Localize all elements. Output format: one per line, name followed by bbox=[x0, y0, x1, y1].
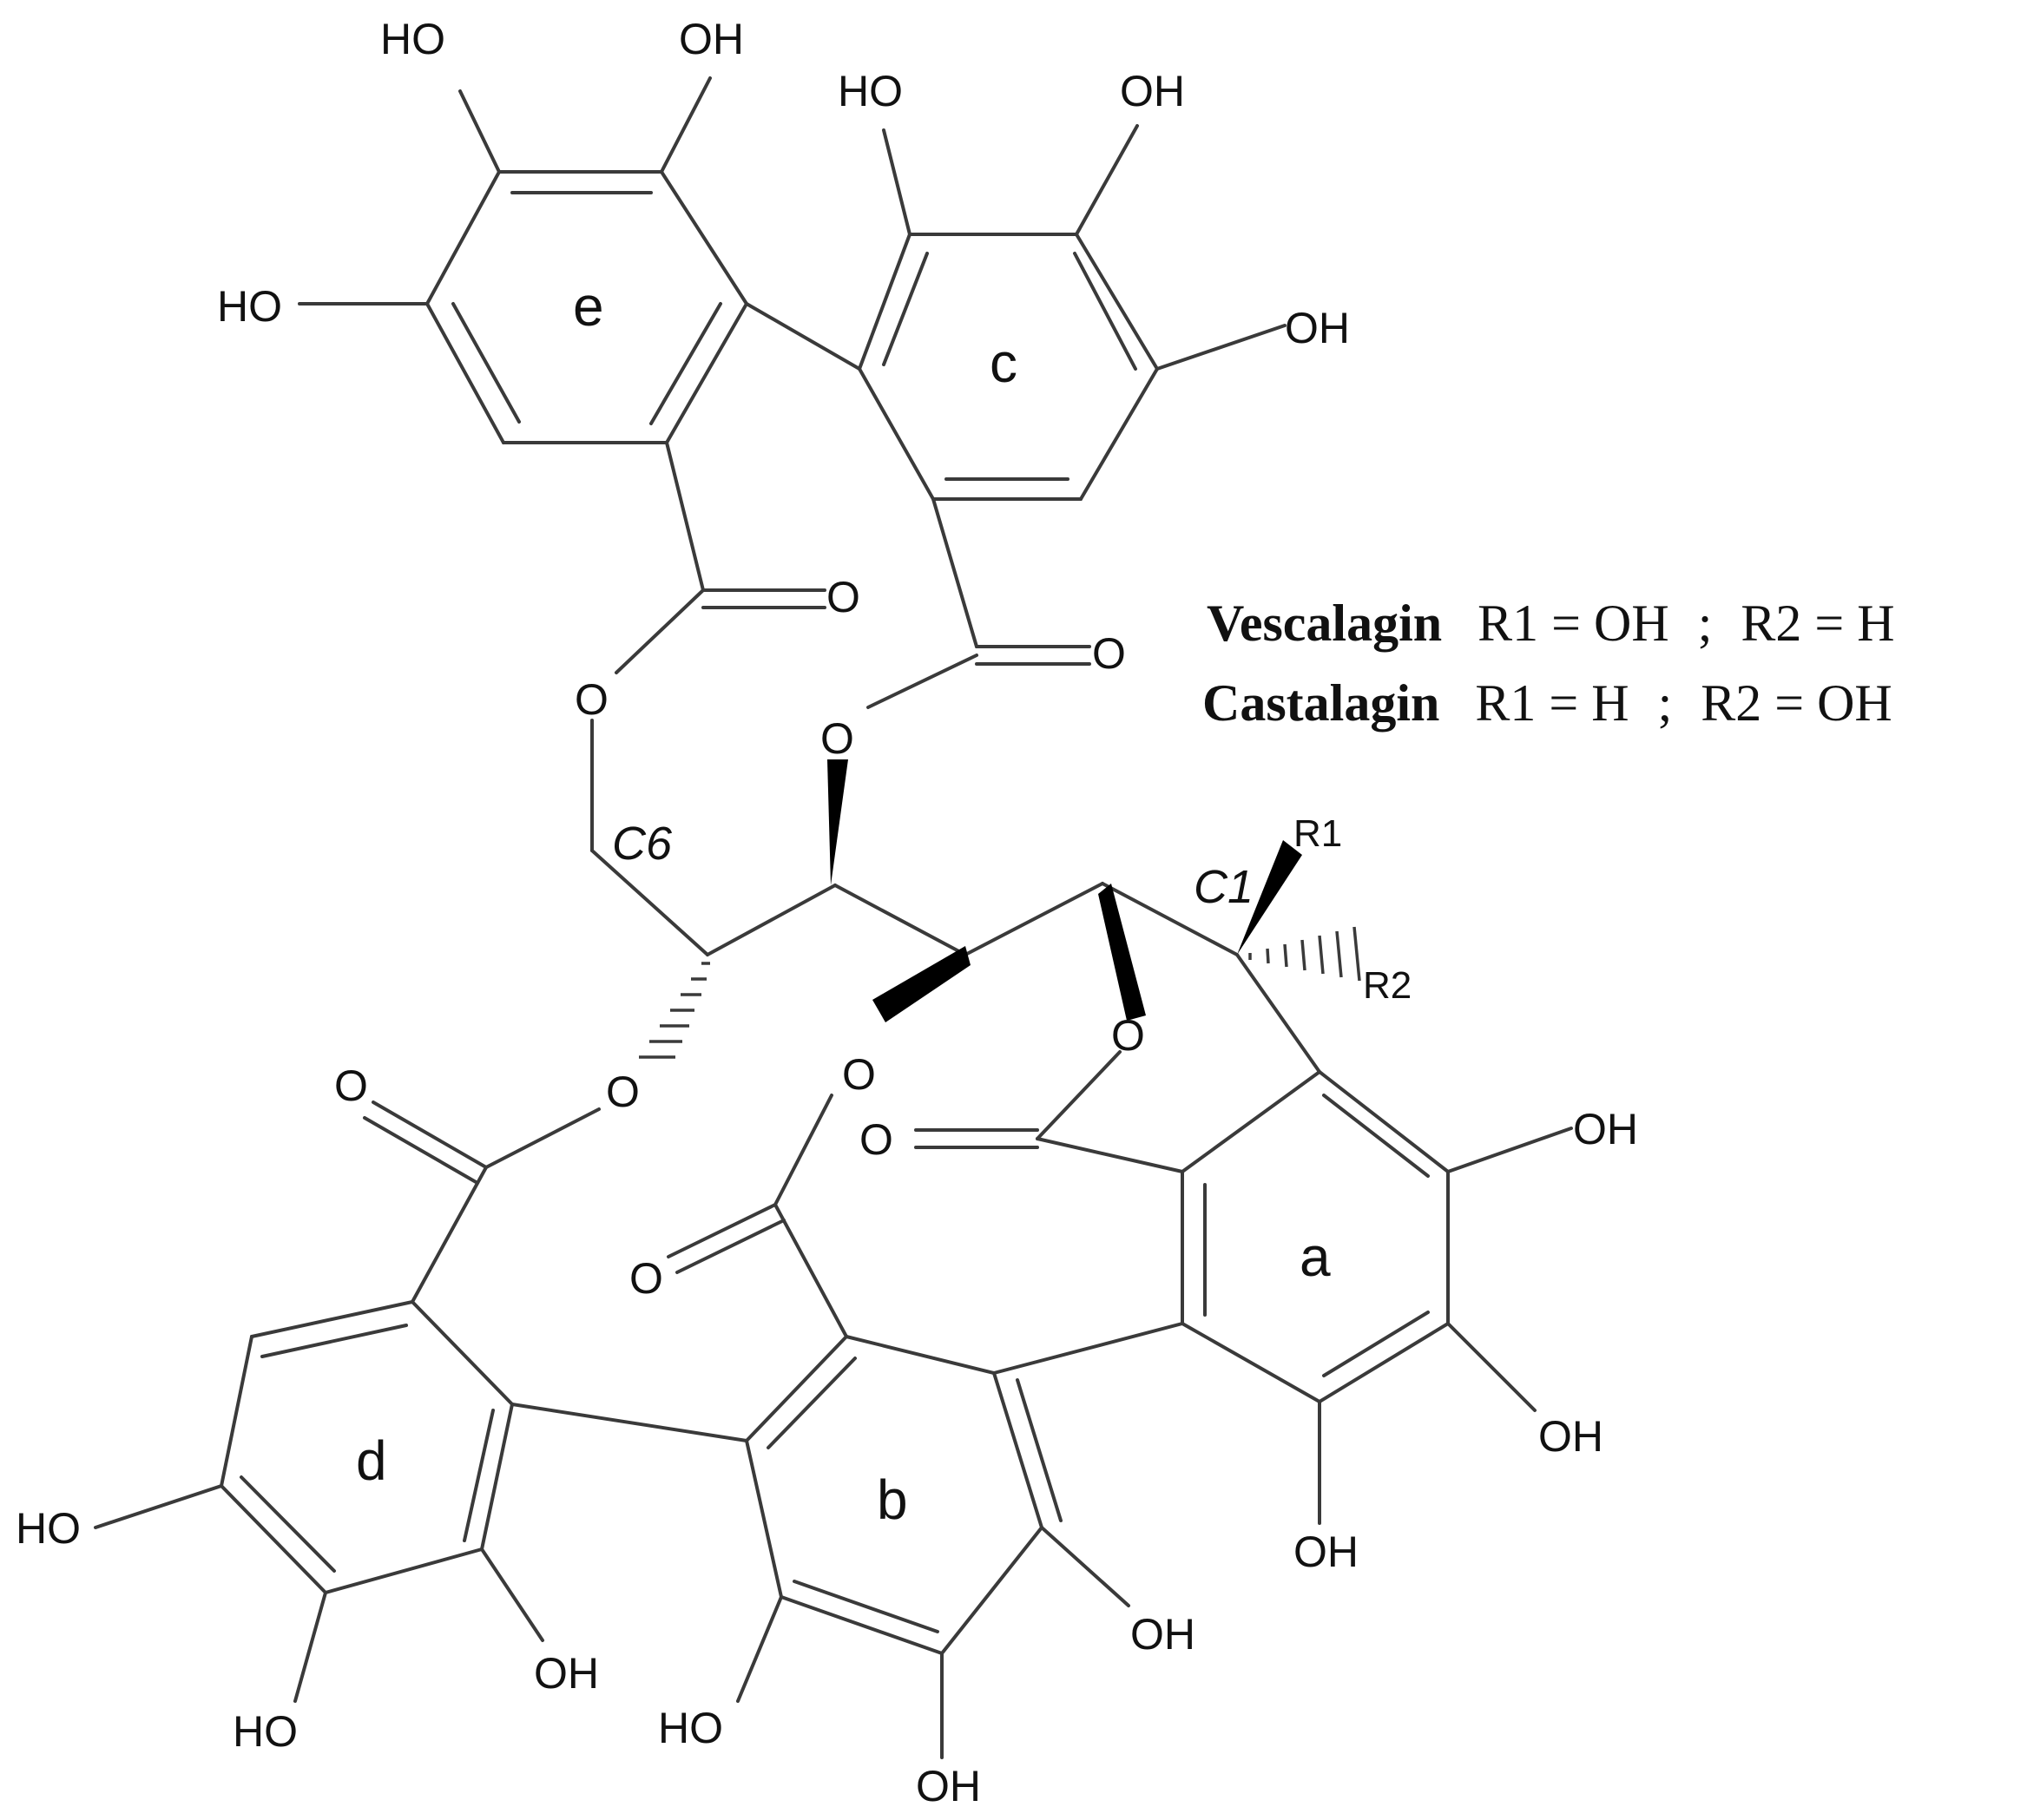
ring-b-oh-right: OH bbox=[1130, 1610, 1195, 1659]
ring-a-oh-bottom: OH bbox=[1293, 1528, 1359, 1576]
legend-vescalagin-r1: R1 = OH bbox=[1477, 595, 1669, 652]
ring-a-oh-top: OH bbox=[1573, 1105, 1638, 1153]
legend-castalagin-r2: R2 = OH bbox=[1701, 674, 1892, 732]
carbon-label-c6: C6 bbox=[612, 818, 673, 870]
ring-d-ho-bottom: HO bbox=[233, 1707, 298, 1756]
ring-e-ho-left: HO bbox=[217, 282, 282, 331]
ester-o-c5: O bbox=[606, 1068, 640, 1116]
legend-vescalagin-sep: ; bbox=[1698, 595, 1713, 652]
ring-b-ho-left: HO bbox=[658, 1704, 723, 1752]
legend-vescalagin: Vescalagin R1 = OH ; R2 = H bbox=[1207, 595, 1895, 652]
ring-e-ho-top: HO bbox=[380, 15, 445, 63]
legend-castalagin-name: Castalagin bbox=[1202, 674, 1439, 732]
ring-label-a: a bbox=[1300, 1225, 1331, 1288]
ester-carbonyl-o-b: O bbox=[629, 1254, 663, 1303]
ester-carbonyl-o-2: O bbox=[1092, 629, 1126, 678]
c1-hashed-bond bbox=[1248, 926, 1361, 982]
legend-vescalagin-name: Vescalagin bbox=[1207, 595, 1442, 652]
ring-c-bonds bbox=[858, 233, 1159, 501]
ring-d-bonds bbox=[220, 1300, 514, 1594]
ring-b-oh-bottom: OH bbox=[916, 1762, 981, 1810]
ester-o-c4: O bbox=[820, 714, 854, 763]
ring-b-bonds bbox=[745, 1335, 1063, 1655]
r2-label: R2 bbox=[1363, 964, 1412, 1007]
legend-castalagin-r1: R1 = H bbox=[1475, 674, 1629, 732]
carbon-label-c1: C1 bbox=[1194, 861, 1254, 913]
ring-label-d: d bbox=[356, 1429, 387, 1492]
ring-d-oh-right: OH bbox=[534, 1649, 599, 1698]
ring-e-oh-top: OH bbox=[679, 15, 744, 63]
ester-carbonyl-o-1: O bbox=[826, 573, 860, 621]
legend-castalagin: Castalagin R1 = H ; R2 = OH bbox=[1202, 674, 1892, 732]
ester-o-c3: O bbox=[842, 1050, 876, 1099]
ester-o-c2: O bbox=[1111, 1011, 1145, 1060]
legend-castalagin-sep: ; bbox=[1658, 674, 1673, 732]
ring-d-ho-left: HO bbox=[16, 1504, 81, 1553]
ring-e-bonds bbox=[425, 170, 748, 444]
ring-label-e: e bbox=[573, 275, 604, 338]
ring-c-ho-top: HO bbox=[838, 67, 903, 115]
ring-a-oh-right: OH bbox=[1538, 1412, 1603, 1461]
ring-label-b: b bbox=[877, 1468, 908, 1531]
ester-carbonyl-o-d: O bbox=[334, 1061, 368, 1110]
r1-label: R1 bbox=[1293, 812, 1342, 855]
ring-label-c: c bbox=[990, 332, 1017, 394]
c5-hashed-bond bbox=[639, 962, 710, 1059]
ester-o-c6: O bbox=[575, 675, 609, 724]
ring-a-bonds bbox=[1181, 1070, 1450, 1403]
ring-c-oh-top: OH bbox=[1120, 67, 1185, 115]
legend-vescalagin-r2: R2 = H bbox=[1741, 595, 1894, 652]
ring-c-oh-right: OH bbox=[1285, 304, 1350, 352]
ester-carbonyl-o-a: O bbox=[859, 1115, 893, 1164]
